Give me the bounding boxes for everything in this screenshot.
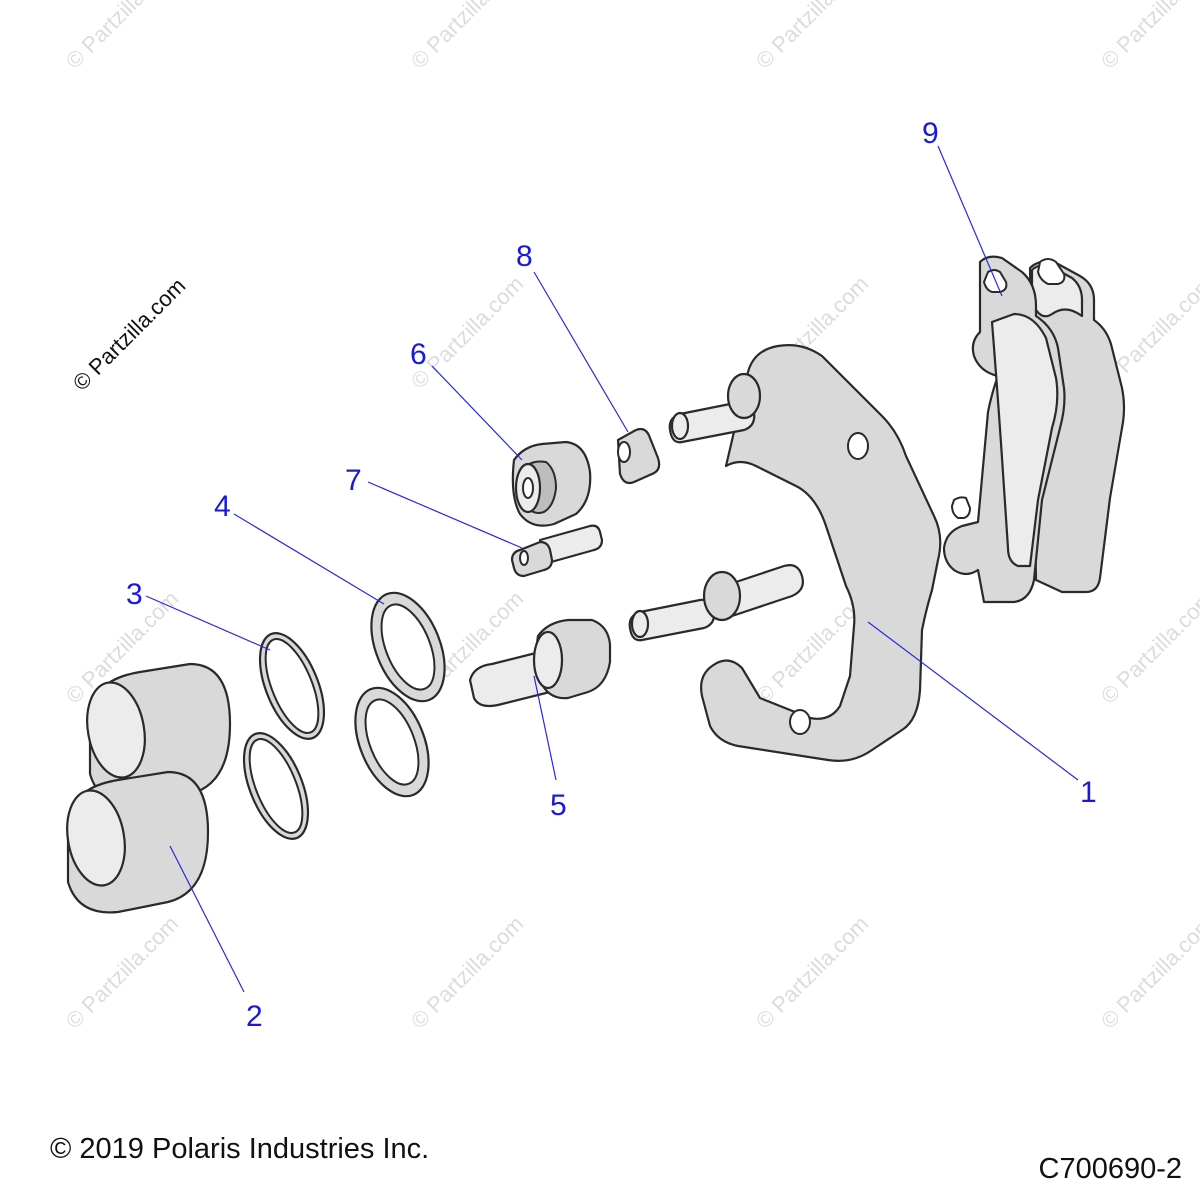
part-3-o-rings[interactable]: [231, 624, 337, 847]
leader-4: [233, 513, 385, 605]
part-4-seals[interactable]: [341, 582, 459, 807]
watermark-text: © Partzilla.com: [406, 911, 529, 1034]
callout-numbers: 1 2 3 4 5 6 7 8 9: [126, 117, 1097, 1033]
watermark-text: © Partzilla.com: [61, 911, 184, 1034]
part-9-brake-pads[interactable]: [942, 255, 1126, 604]
part-6-boot[interactable]: [511, 440, 592, 527]
leader-3: [145, 595, 271, 651]
callout-6[interactable]: 6: [410, 338, 427, 371]
callout-3[interactable]: 3: [126, 578, 143, 611]
callout-7[interactable]: 7: [345, 464, 362, 497]
leader-6: [431, 365, 523, 461]
copyright-notice: © 2019 Polaris Industries Inc.: [50, 1133, 430, 1165]
watermark-main: © Partzilla.com: [68, 273, 191, 396]
leader-8: [533, 271, 629, 433]
watermark-text: © Partzilla.com: [1096, 586, 1200, 709]
watermark-text: © Partzilla.com: [1096, 0, 1200, 74]
part-1-caliper-bracket[interactable]: [628, 344, 942, 762]
callout-4[interactable]: 4: [214, 490, 231, 523]
watermark-text: © Partzilla.com: [751, 0, 874, 74]
leader-9: [937, 145, 1003, 297]
callout-2[interactable]: 2: [246, 1000, 263, 1033]
callout-8[interactable]: 8: [516, 240, 533, 273]
callout-5[interactable]: 5: [550, 789, 567, 822]
leader-7: [367, 481, 523, 549]
watermark-text: © Partzilla.com: [1096, 911, 1200, 1034]
leader-5: [533, 675, 557, 781]
part-2-pistons[interactable]: [60, 662, 232, 914]
callout-1[interactable]: 1: [1080, 776, 1097, 809]
watermark-text: © Partzilla.com: [61, 0, 184, 74]
part-5-slide-pin[interactable]: [468, 618, 612, 708]
watermark-text: © Partzilla.com: [406, 271, 529, 394]
leader-1: [867, 621, 1079, 781]
watermark-text: © Partzilla.com: [751, 911, 874, 1034]
leader-2: [169, 845, 245, 993]
leader-lines: [145, 145, 1079, 993]
part-7-bleeder-valve[interactable]: [510, 524, 604, 578]
part-8-sleeve[interactable]: [616, 427, 661, 485]
drawing-id: C700690-2: [1038, 1153, 1183, 1185]
callout-9[interactable]: 9: [922, 117, 939, 150]
watermark-text: © Partzilla.com: [406, 0, 529, 74]
